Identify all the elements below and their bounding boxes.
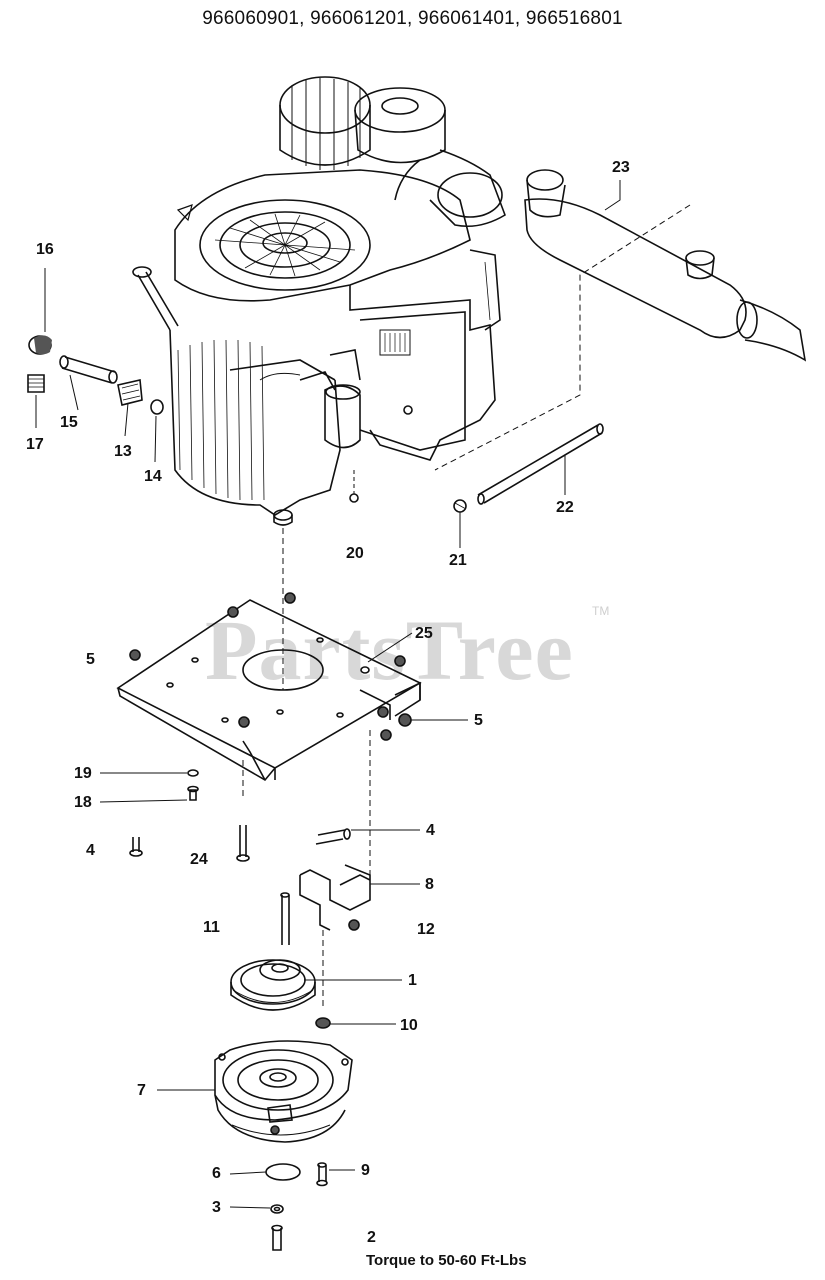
- callout-16: 16: [36, 241, 54, 258]
- callout-9: 9: [361, 1162, 370, 1179]
- clutch-bracket: [299, 828, 371, 931]
- alignment-lines: [242, 204, 691, 1010]
- fasteners-left: [129, 769, 250, 862]
- shaft-key: [280, 892, 290, 945]
- callout-11: 11: [203, 919, 220, 936]
- callout-17: 17: [26, 436, 44, 453]
- callout-10: 10: [400, 1017, 418, 1034]
- callout-18: 18: [74, 794, 92, 811]
- callout-2: 2: [367, 1229, 376, 1246]
- engine-drawing: [132, 76, 506, 526]
- mounting-plate: [116, 592, 422, 782]
- callout-8: 8: [425, 876, 434, 893]
- watermark-trademark: TM: [592, 604, 610, 618]
- callout-5-right: 5: [474, 712, 483, 729]
- callout-14: 14: [144, 468, 162, 485]
- callout-4-left: 4: [86, 842, 95, 859]
- callout-1: 1: [408, 972, 417, 989]
- callout-13: 13: [114, 443, 132, 460]
- callout-21: 21: [449, 552, 467, 569]
- callout-25: 25: [415, 625, 433, 642]
- callout-4-right: 4: [426, 822, 435, 839]
- callout-20: 20: [346, 545, 364, 562]
- callout-12: 12: [417, 921, 435, 938]
- watermark-logo: PartsTree: [205, 602, 574, 698]
- spacer: [315, 1017, 331, 1029]
- exhaust-bolt-and-tube: [453, 423, 604, 513]
- torque-note: Torque to 50-60 Ft-Lbs: [366, 1252, 527, 1269]
- muffler-drawing: [524, 169, 807, 362]
- callout-19: 19: [74, 765, 92, 782]
- model-numbers-title: 966060901, 966061201, 966061401, 9665168…: [202, 8, 623, 29]
- callout-5-left: 5: [86, 651, 95, 668]
- callout-22: 22: [556, 499, 574, 516]
- callout-3: 3: [212, 1199, 221, 1216]
- callout-15: 15: [60, 414, 78, 431]
- oil-drain-parts: [27, 335, 164, 415]
- bottom-fasteners: [265, 1162, 328, 1251]
- electric-clutch: [214, 1040, 353, 1143]
- pulley: [230, 959, 316, 1011]
- callout-7: 7: [137, 1082, 146, 1099]
- callout-6: 6: [212, 1165, 221, 1182]
- leader-lines: [35, 180, 621, 1209]
- callout-24: 24: [190, 851, 208, 868]
- callout-23: 23: [612, 159, 630, 176]
